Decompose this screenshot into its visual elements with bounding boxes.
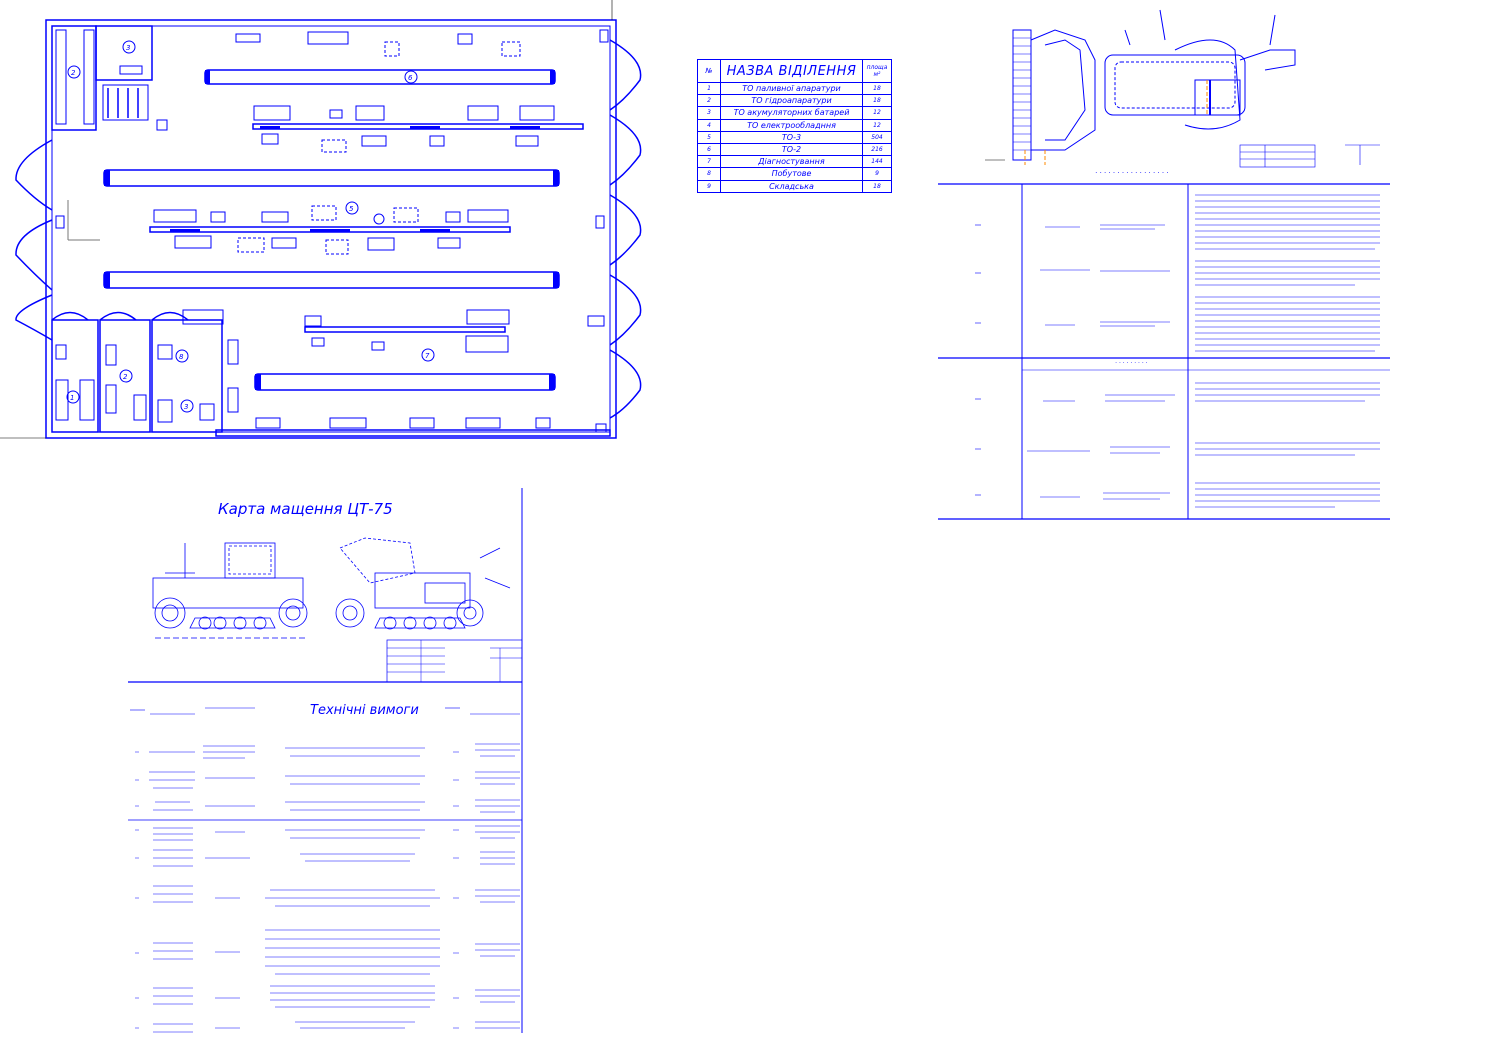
legend-header-area: площа м² [866,64,888,78]
floor-plan: 2 3 6 5 7 2 1 3 8 [0,0,642,439]
legend-num: 9 [698,180,721,192]
mechanism-section-drawing [985,9,1380,168]
legend-name: ТО-2 [721,143,863,156]
legend-name: ТО електрообладння [721,119,863,131]
legend-name: Діагностування [721,156,863,168]
legend-name: ТО паливної апаратури [721,83,863,95]
lubrication-card-title: Карта мащення ЦТ-75 [218,500,393,518]
svg-text:· · · · · · · · · · · · · · ·: · · · · · · · · · · · · · · · · · [1095,169,1168,177]
legend-area: 216 [871,145,883,153]
legend-header-name: НАЗВА ВІДІЛЕННЯ [721,60,863,82]
svg-text:3: 3 [184,403,188,411]
legend-name: ТО-3 [721,131,863,143]
maintenance-procedures-table: · · · · · · · · · · · · · · · · · · · · … [938,169,1390,520]
svg-text:7: 7 [425,352,430,360]
legend-num: 5 [698,131,721,143]
svg-text:8: 8 [179,353,184,361]
legend-area: 18 [873,97,881,105]
requirements-header: Технічні вимоги [310,703,419,718]
legend-name: Побутове [721,168,863,180]
legend-num: 2 [698,95,721,107]
legend-name: Складська [721,180,863,192]
legend-area: 9 [875,170,879,178]
legend-area: 504 [871,133,883,141]
legend-area: 18 [873,182,881,190]
legend-area: 144 [871,158,883,166]
legend-num: 4 [698,119,721,131]
lubrication-card-frame [128,488,523,1033]
legend-header: № НАЗВА ВІДІЛЕННЯ площа м² [698,60,891,83]
legend-area: 18 [873,85,881,92]
svg-text:2: 2 [123,373,128,381]
legend-name: ТО акумуляторних батарей [721,107,863,119]
legend-num: 7 [698,156,721,168]
legend-num: 1 [698,83,721,95]
legend-header-num: № [698,60,721,82]
svg-text:5: 5 [349,205,354,213]
legend-area: 12 [873,109,881,117]
svg-text:· · · · · · · · ·: · · · · · · · · · [1115,360,1148,367]
svg-text:6: 6 [408,74,413,82]
legend-name: ТО гідроапаратури [721,95,863,107]
legend-num: 6 [698,143,721,156]
svg-text:2: 2 [71,69,76,77]
legend-area: 12 [873,121,881,129]
svg-text:1: 1 [70,394,74,402]
legend-num: 8 [698,168,721,180]
legend-num: 3 [698,107,721,119]
svg-text:3: 3 [126,44,130,52]
